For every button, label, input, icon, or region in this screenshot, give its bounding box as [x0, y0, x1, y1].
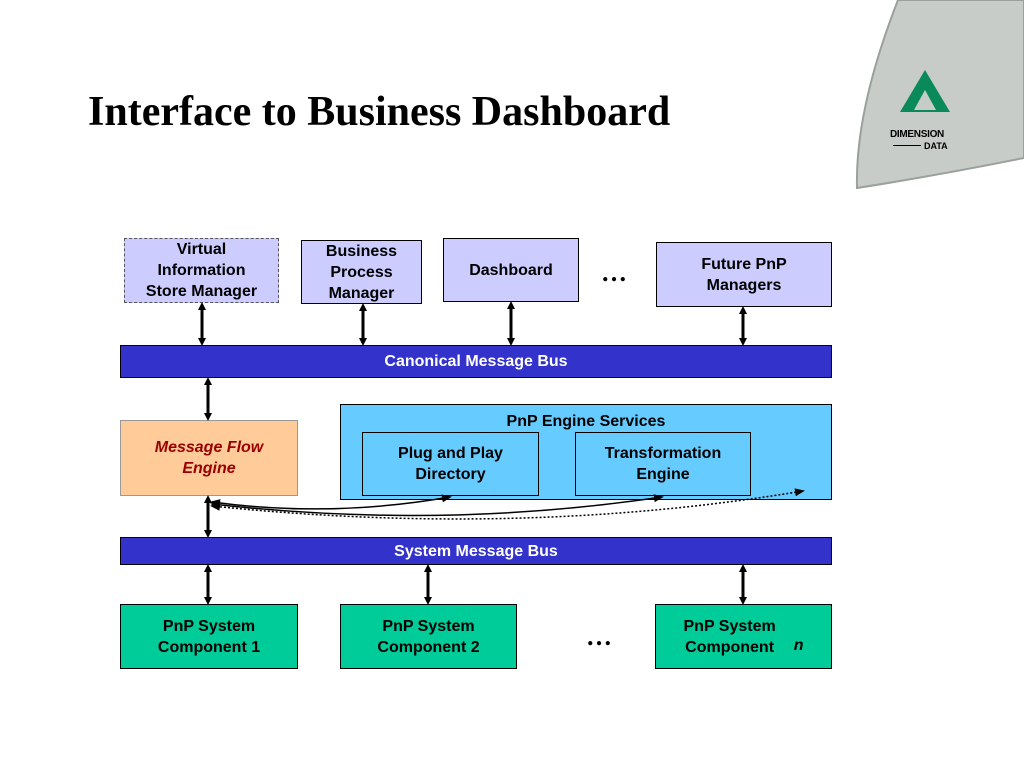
logo-rule — [893, 145, 921, 146]
page-title: Interface to Business Dashboard — [88, 89, 671, 135]
logo-line1: DIMENSION — [890, 129, 944, 140]
component-n-suffix: n — [793, 637, 804, 654]
system-message-bus: System Message Bus — [120, 537, 832, 565]
canonical-message-bus: Canonical Message Bus — [120, 345, 832, 378]
logo-line2: DATA — [924, 141, 948, 151]
pnp-engine-services-title: PnP Engine Services — [506, 413, 666, 430]
pnp-system-component-n: PnP System Component n — [655, 604, 832, 669]
dimension-data-logo-icon — [900, 70, 950, 112]
transformation-engine: Transformation Engine — [575, 432, 751, 496]
pnp-system-component-2: PnP System Component 2 — [340, 604, 517, 669]
plug-and-play-directory: Plug and Play Directory — [362, 432, 539, 496]
managers-ellipsis: … — [601, 258, 627, 287]
message-flow-engine: Message Flow Engine — [120, 420, 298, 496]
virtual-information-store-manager: Virtual Information Store Manager — [124, 238, 279, 303]
future-pnp-managers: Future PnP Managers — [656, 242, 832, 307]
dashboard-box: Dashboard — [443, 238, 579, 302]
pnp-system-component-n-label: PnP System Component — [683, 617, 776, 656]
business-process-manager: Business Process Manager — [301, 240, 422, 304]
components-ellipsis: … — [586, 622, 612, 651]
pnp-system-component-1: PnP System Component 1 — [120, 604, 298, 669]
